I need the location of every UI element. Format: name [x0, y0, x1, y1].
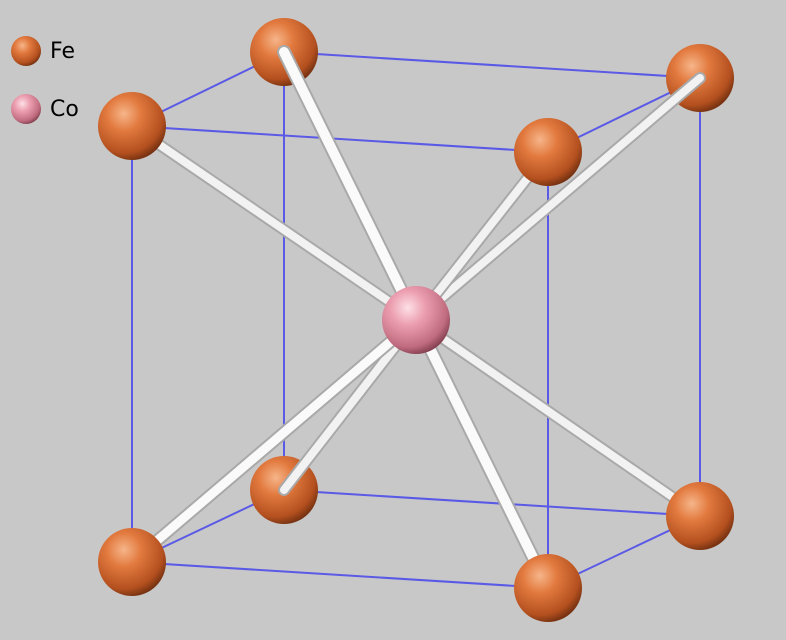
fe-atom[interactable]: [98, 92, 166, 160]
bond: [412, 316, 704, 520]
bonds: [125, 45, 706, 595]
bond: [279, 47, 421, 325]
bond: [128, 122, 420, 324]
cell-edge: [131, 561, 549, 589]
co-atom[interactable]: [382, 286, 450, 354]
bond: [412, 74, 704, 324]
legend-item-co: Co: [10, 94, 79, 124]
co-swatch-icon: [11, 94, 41, 124]
cell-edge: [283, 489, 701, 517]
front-atoms: [98, 92, 734, 622]
bond: [280, 316, 420, 494]
legend-label-fe: Fe: [50, 38, 75, 64]
fe-atom[interactable]: [98, 528, 166, 596]
cell-edge: [283, 51, 701, 79]
fe-atom[interactable]: [514, 118, 582, 186]
element-legend: Fe Co: [10, 36, 79, 152]
cell-edge: [131, 125, 549, 153]
legend-label-co: Co: [50, 96, 79, 122]
bond: [127, 315, 421, 567]
fe-atom[interactable]: [514, 554, 582, 622]
legend-item-fe: Fe: [10, 36, 79, 66]
fe-atom[interactable]: [666, 482, 734, 550]
bond: [412, 148, 552, 324]
fe-swatch-icon: [11, 36, 41, 66]
bond: [411, 315, 553, 593]
